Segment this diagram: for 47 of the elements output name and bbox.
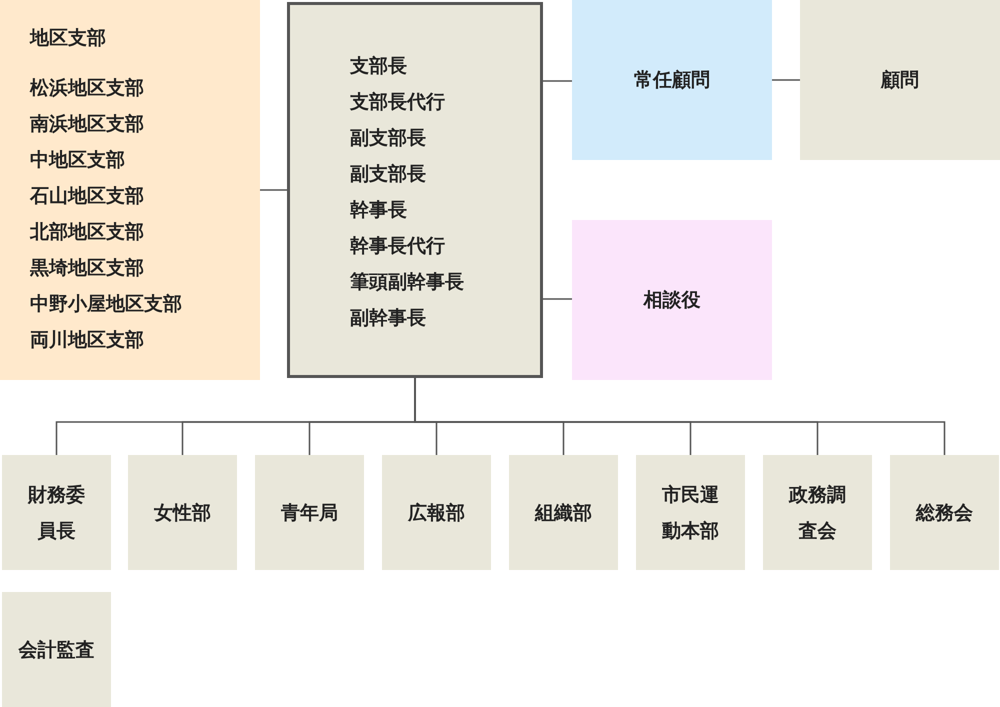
list-item: 南浜地区支部 (30, 112, 144, 137)
org-box (572, 220, 772, 380)
list-item: 両川地区支部 (30, 328, 144, 353)
box-label: 会計監査 (17, 638, 96, 662)
org-box (2, 455, 111, 570)
box-label: 女性部 (153, 500, 212, 526)
list-item: 副幹事長 (350, 306, 426, 331)
org-box (572, 0, 772, 160)
officers-box (287, 2, 543, 378)
list-item: 幹事長代行 (350, 234, 445, 259)
org-box (128, 455, 237, 570)
connector-line (260, 189, 287, 191)
list-item: 石山地区支部 (30, 184, 144, 209)
box-label: 顧問 (881, 68, 919, 93)
list-item: 北部地区支部 (30, 220, 144, 245)
list-item: 中地区支部 (30, 148, 125, 173)
list-item: 幹事長 (350, 198, 407, 223)
box-label: 広報部 (406, 500, 466, 526)
connector-line (772, 79, 800, 81)
list-item: 松浜地区支部 (30, 76, 144, 101)
list-item: 中野小屋地区支部 (30, 292, 182, 317)
org-box (2, 592, 111, 707)
org-box (636, 455, 745, 570)
list-item: 筆頭副幹事長 (350, 270, 464, 295)
box-label: 政務調査会 (788, 482, 847, 544)
org-box (890, 455, 999, 570)
box-label: 総務会 (914, 500, 974, 526)
list-item: 支部長 (350, 54, 407, 79)
box-label: 組織部 (534, 500, 593, 526)
box-label: 常任顧問 (634, 68, 710, 93)
connector-line (543, 80, 572, 82)
org-box (382, 455, 491, 570)
box-label: 財務委員長 (26, 482, 86, 544)
branch-list-box (0, 0, 260, 380)
org-box (509, 455, 618, 570)
box-label: 市民運動本部 (661, 482, 720, 544)
connector-line (543, 298, 572, 300)
box-label: 相談役 (644, 288, 700, 313)
list-item: 副支部長 (350, 162, 426, 187)
box-heading: 地区支部 (30, 26, 106, 51)
org-box (763, 455, 872, 570)
org-box (800, 0, 1000, 160)
list-item: 副支部長 (350, 126, 426, 151)
org-box (255, 455, 364, 570)
box-label: 青年局 (280, 500, 339, 526)
list-item: 支部長代行 (350, 90, 445, 115)
list-item: 黒埼地区支部 (30, 256, 144, 281)
